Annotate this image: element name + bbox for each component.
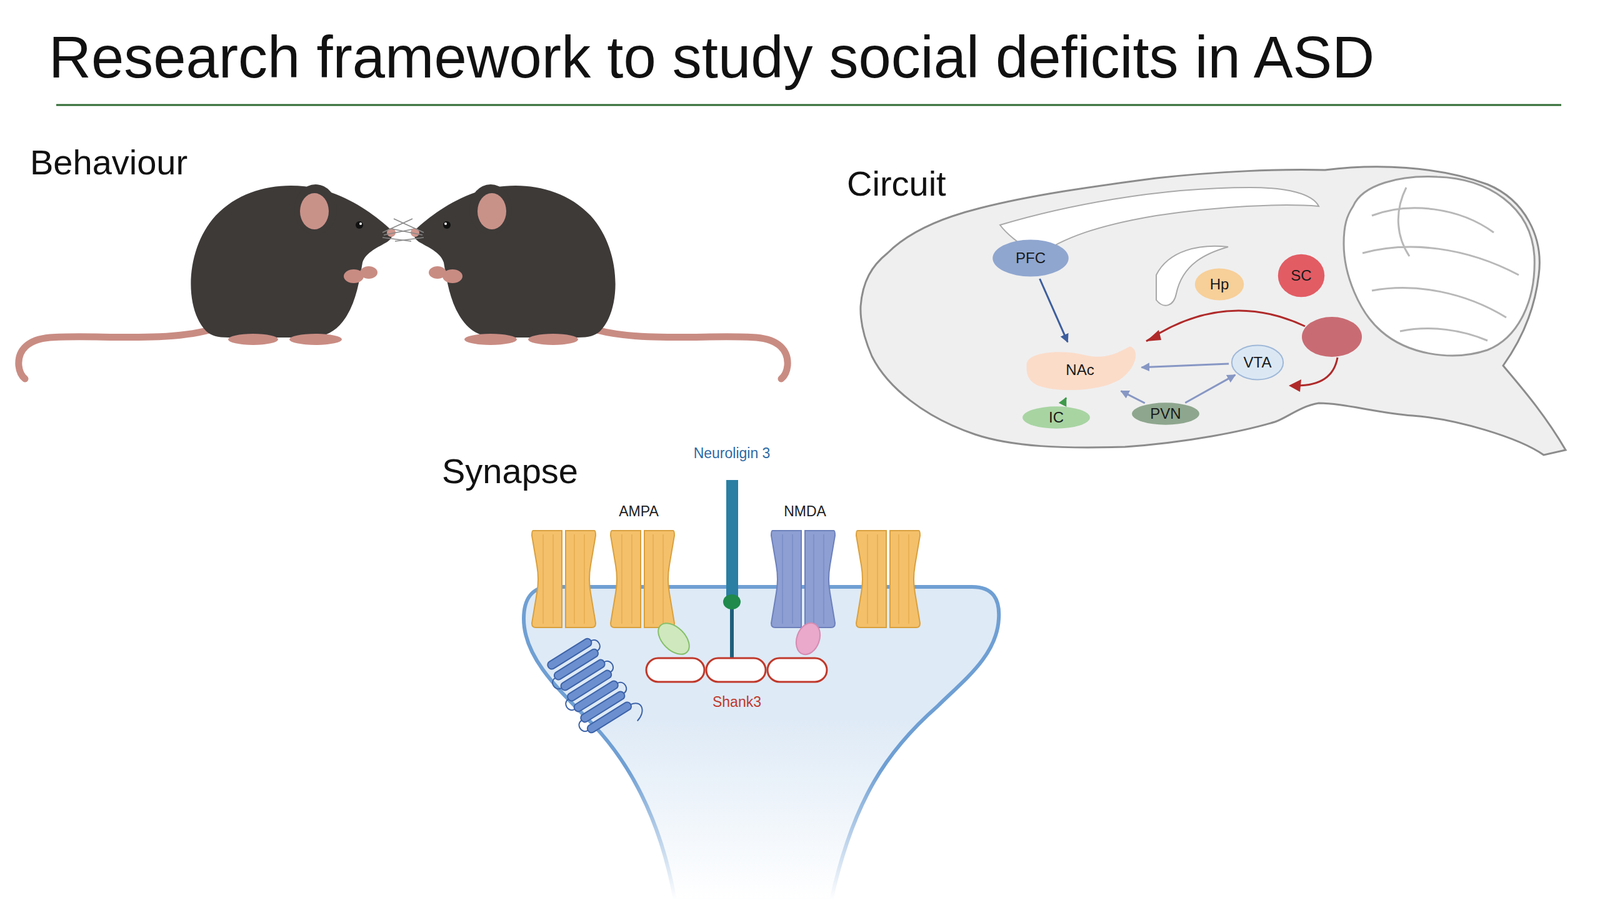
brain-region: PVN (1131, 402, 1200, 425)
gpcr-helix (553, 647, 600, 681)
white-matter (1000, 187, 1319, 257)
region-fill (1026, 346, 1137, 390)
shank3-unit (706, 658, 766, 682)
brain-region: Hp (1194, 268, 1245, 301)
brain-sagittal (860, 166, 1566, 455)
page-title: Research framework to study social defic… (48, 23, 1375, 92)
region-shape (1020, 343, 1140, 397)
gpcr-helix (579, 690, 627, 724)
neuroligin-rod (726, 480, 739, 599)
brain-region: IC (1021, 406, 1091, 429)
gpcr-helix (559, 658, 607, 692)
spine-membrane (523, 586, 999, 900)
neuroligin-tail (730, 600, 734, 659)
brain-region: PFC (991, 239, 1070, 277)
nmda-adaptor (791, 619, 825, 658)
red-projection (1295, 357, 1338, 386)
section-heading: Behaviour (30, 142, 188, 183)
gpcr-helix (586, 700, 634, 734)
ampa-adaptor (652, 617, 695, 660)
cerebellum-folia (1362, 187, 1519, 341)
connector-arrow (1141, 363, 1230, 368)
region-fill (1278, 254, 1325, 298)
gpcr-helix (546, 636, 594, 670)
cerebellum (1343, 176, 1535, 356)
neuroligin-knob (723, 594, 741, 610)
gpcr-helix (566, 668, 614, 702)
mouse-right (391, 184, 788, 379)
gpcr-helix (572, 679, 620, 713)
gpcr (541, 633, 647, 749)
region-shape (991, 239, 1070, 277)
shank3-unit (646, 658, 705, 682)
connector-arrow (1185, 375, 1235, 404)
region-shape (1277, 253, 1325, 298)
brain-region: VTA (1231, 345, 1284, 380)
ampa-receptor (610, 530, 675, 628)
mouse-left (18, 184, 415, 379)
raphe-region (1301, 316, 1362, 357)
protein-label: Neuroligin 3 (693, 445, 771, 462)
protein-label: Shank3 (712, 693, 762, 710)
red-arrowhead (1288, 379, 1302, 392)
region-shape (1131, 402, 1200, 425)
region-fill (1131, 402, 1200, 425)
region-name: IC (1048, 408, 1064, 427)
connector-arrow (1121, 391, 1145, 404)
region-fill (1022, 406, 1090, 429)
region-shape (1021, 406, 1091, 429)
connector-arrow (1063, 398, 1067, 405)
ampa-receptor (856, 530, 920, 628)
region-fill (1231, 345, 1284, 380)
brain-region: NAc (1020, 343, 1140, 397)
region-shape (1231, 345, 1284, 380)
section-heading: Synapse (441, 451, 579, 492)
region-shape (1194, 268, 1245, 301)
ventricle-hook (1156, 246, 1229, 306)
brain-region: SC (1277, 253, 1325, 298)
region-name: NAc (1065, 361, 1094, 379)
red-projection (1146, 310, 1305, 342)
gpcr-loops (543, 636, 647, 749)
region-name: PVN (1150, 405, 1181, 423)
region-name: PFC (1015, 249, 1046, 267)
shank3-unit (767, 658, 827, 682)
ampa-receptor (531, 530, 596, 628)
nmda-receptor (771, 530, 835, 628)
brain-outline (860, 166, 1566, 455)
region-fill (992, 240, 1069, 277)
region-name: Hp (1210, 275, 1230, 294)
region-fill (1195, 268, 1244, 301)
region-name: SC (1290, 266, 1312, 285)
region-name: VTA (1243, 353, 1272, 372)
red-arrowhead (1146, 330, 1162, 342)
connector-arrow (1040, 278, 1069, 342)
title-rule (56, 104, 1562, 107)
receptor-label: AMPA (618, 503, 659, 520)
section-heading: Circuit (846, 163, 947, 204)
receptor-label: NMDA (783, 503, 827, 520)
dendritic-spine (523, 480, 999, 900)
